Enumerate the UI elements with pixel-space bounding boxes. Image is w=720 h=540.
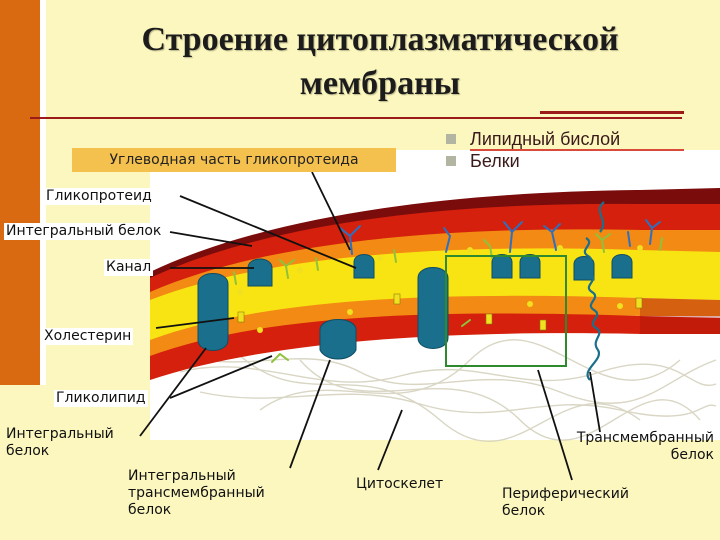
- pointer-glycolipid: [169, 355, 273, 399]
- accent-bar: [0, 0, 46, 385]
- label-line: белок: [670, 447, 714, 463]
- label-line: белок: [6, 443, 50, 459]
- label-line: трансмембранный: [128, 485, 265, 501]
- pointer-cytoskeleton: [377, 409, 403, 471]
- label-cytoskeleton: Цитоскелет: [356, 476, 444, 492]
- label-line: Периферический: [502, 486, 629, 502]
- pointer-integral-bottom: [139, 347, 207, 437]
- title-divider-accent: [540, 111, 684, 114]
- title-divider: [30, 117, 682, 119]
- cytoskeleton-filaments: [169, 339, 717, 442]
- slide-title: Строение цитоплазматической мембраны: [60, 18, 700, 106]
- legend-item-proteins: Белки: [446, 150, 620, 172]
- legend: Липидный бислой Белки: [446, 128, 620, 172]
- label-channel: Канал: [104, 259, 154, 276]
- channel-protein: [417, 267, 449, 349]
- label-line: Интегральный: [128, 468, 236, 484]
- pointer-carbohydrate: [311, 171, 351, 251]
- label-integral-protein-top: Интегральный белок: [4, 223, 164, 240]
- pointer-transmembrane: [589, 371, 601, 433]
- label-transmembrane: Трансмембранный белок: [540, 430, 714, 464]
- pointer-glycoprotein: [179, 195, 357, 269]
- pointer-peripheral: [537, 369, 573, 481]
- cholesterol-molecules: [237, 293, 643, 331]
- glycolipid-chains: [233, 233, 663, 363]
- legend-bullet-icon: [446, 134, 456, 144]
- integral-protein-left: [197, 273, 229, 351]
- transmembrane-helix: [583, 201, 605, 381]
- title-line-2: мембраны: [299, 65, 461, 102]
- label-integral-transmembrane: Интегральный трансмембранный белок: [128, 468, 265, 519]
- channel-protein-top: [247, 258, 273, 287]
- pointer-integral-top: [169, 231, 253, 247]
- label-line: Интегральный: [6, 426, 114, 442]
- label-carbohydrate: Углеводная часть гликопротеида: [72, 148, 396, 172]
- title-line-1: Строение цитоплазматической: [141, 21, 619, 58]
- label-glycoprotein: Гликопротеид: [44, 188, 154, 205]
- pointer-lines: [139, 171, 601, 481]
- peripheral-protein-inner: [319, 319, 357, 360]
- legend-bullet-icon: [446, 156, 456, 166]
- glycoprotein-top: [353, 254, 375, 279]
- label-cholesterol: Холестерин: [42, 328, 134, 345]
- carbohydrate-chains: [339, 219, 661, 255]
- pointer-cholesterol: [155, 317, 235, 329]
- membrane-proteins: [197, 254, 633, 360]
- highlight-box: [445, 255, 567, 367]
- legend-item-lipid-bilayer: Липидный бислой: [446, 128, 620, 150]
- legend-label: Белки: [470, 150, 520, 171]
- label-line: белок: [502, 503, 546, 519]
- label-integral-protein-bottom: Интегральный белок: [6, 426, 114, 460]
- legend-underline: [470, 149, 684, 151]
- label-line: белок: [128, 502, 172, 518]
- label-peripheral: Периферический белок: [502, 486, 629, 520]
- pointer-integral-transmembrane: [289, 359, 331, 469]
- label-line: Трансмембранный: [576, 430, 714, 446]
- legend-label: Липидный бислой: [470, 128, 621, 149]
- accent-bar-edge: [40, 0, 46, 385]
- label-glycolipid: Гликолипид: [54, 390, 148, 407]
